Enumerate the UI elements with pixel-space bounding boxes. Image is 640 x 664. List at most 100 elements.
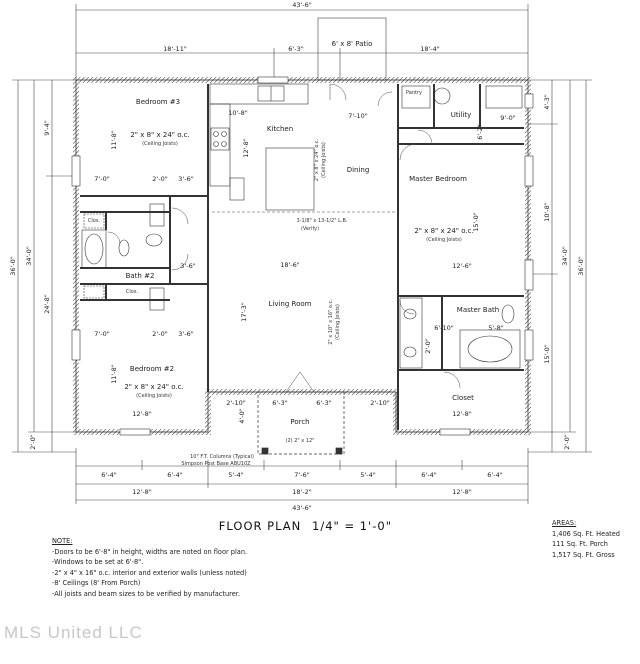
beam-verify: (Verify) — [301, 226, 319, 232]
areas-header: AREAS: — [552, 519, 577, 527]
kitchen-fixtures — [209, 83, 315, 211]
dim-bottom-1: 6'-4" — [101, 471, 116, 479]
dim-left-outer: 36'-0" — [9, 256, 17, 276]
dim-right-upper: 4'-3" — [543, 94, 551, 109]
living-width: 18'-6" — [280, 261, 300, 269]
kitchen-label: Kitchen — [267, 125, 293, 133]
dim-misc-4: 7'-0" — [94, 330, 109, 338]
dining-label: Dining — [347, 166, 370, 174]
utility-dim: 9'-0" — [500, 114, 515, 122]
master-bath-dim-c: 2'-0" — [424, 338, 432, 353]
area-line: 111 Sq. Ft. Porch — [552, 540, 608, 549]
dim-top-mid: 6'-3" — [288, 45, 303, 53]
utility-dim-b: 6'-2" — [476, 124, 484, 139]
dimension-lines — [12, 4, 592, 504]
porch-dim-b: 6'-3" — [316, 399, 331, 407]
bedroom2-label: Bedroom #2 — [130, 365, 174, 373]
bedroom3-label: Bedroom #3 — [136, 98, 180, 106]
dim-top-left: 18'-11" — [163, 45, 187, 53]
dim-misc-5: 2'-0" — [152, 330, 167, 338]
patio-label: 6' x 8' Patio — [332, 40, 373, 48]
living-joists: 2" x 10" x 16" o.c. — [328, 299, 334, 345]
area-line: 1,406 Sq. Ft. Heated — [552, 529, 620, 538]
utility-label: Utility — [451, 111, 472, 119]
master-closet-label: Closet — [452, 394, 474, 402]
dim-misc-1: 7'-0" — [94, 175, 109, 183]
areas-block: AREAS: 1,406 Sq. Ft. Heated 111 Sq. Ft. … — [552, 518, 620, 560]
porch-side-right: 2'-10" — [370, 399, 390, 407]
dim-bottom-7: 6'-4" — [487, 471, 502, 479]
master-bath-dim-b: 5'-8" — [488, 324, 503, 332]
door-swings — [107, 83, 461, 393]
bedroom2-width: 12'-8" — [132, 410, 152, 418]
porch-depth: 4'-0" — [238, 408, 246, 423]
living-depth: 17'-3" — [240, 302, 248, 322]
dim-left-bottom: 2'-0" — [29, 434, 37, 449]
bedroom2-joists-note: (Ceiling Joists) — [136, 393, 172, 399]
bedroom3-joists-note: (Ceiling Joists) — [142, 141, 178, 147]
beam-note: 3-1/8" x 13-1/2" L.B. — [297, 218, 348, 224]
bedroom3-size: 11'-8" — [110, 130, 118, 150]
post-base: Simpson Post Base ABU10Z — [181, 461, 251, 467]
master-bedroom-width: 12'-6" — [452, 262, 472, 270]
bath2-dim: 3'-6" — [180, 262, 195, 270]
bedroom2-joists: 2" x 8" x 24" o.c. — [124, 383, 183, 391]
porch-outline — [257, 391, 345, 455]
master-bath-label: Master Bath — [457, 306, 499, 314]
bath2-label: Bath #2 — [126, 272, 155, 280]
plan-title: FLOOR PLAN — [219, 519, 301, 533]
notes-header: NOTE: — [52, 537, 73, 545]
dim-misc-6: 3'-6" — [178, 330, 193, 338]
kitchen-depth: 12'-8" — [242, 138, 250, 158]
dining-joists: 2" x 8" x 24" o.c. — [314, 138, 320, 181]
master-bedroom-label: Master Bedroom — [409, 175, 467, 183]
master-bedroom-depth: 15'-0" — [472, 212, 480, 232]
watermark: MLS United LLC — [4, 623, 143, 642]
dining-width: 7'-10" — [348, 112, 368, 120]
dim-right-c: 15'-0" — [543, 344, 551, 364]
porch-side-left: 2'-10" — [226, 399, 246, 407]
note-line: -2" x 4" x 16" o.c. interior and exterio… — [52, 568, 247, 577]
bedroom2-size: 11'-8" — [110, 364, 118, 384]
dim-top-total: 43'-6" — [292, 1, 312, 9]
note-line: -Doors to be 6'-8" in height, widths are… — [52, 547, 248, 556]
dim-right-outer: 36'-0" — [577, 256, 585, 276]
dim-left-lower: 24'-8" — [43, 294, 51, 314]
note-line: -All joists and beam sizes to be verifie… — [52, 589, 241, 598]
living-joists-note: (Ceiling Joists) — [335, 304, 341, 340]
bath-fixtures — [81, 85, 523, 369]
pantry-label: Pantry — [406, 90, 422, 96]
closet-top-label: Clos. — [88, 218, 101, 224]
dim-bottom-6: 6'-4" — [421, 471, 436, 479]
dim-bottom-left: 12'-8" — [132, 488, 152, 496]
dim-bottom-mid: 18'-2" — [292, 488, 312, 496]
dim-left-mid: 34'-0" — [25, 246, 33, 266]
porch-dim-a: 6'-3" — [272, 399, 287, 407]
living-label: Living Room — [269, 300, 312, 308]
dim-bottom-total: 43'-6" — [292, 504, 312, 512]
dim-right-b: 10'-8" — [543, 202, 551, 222]
note-line: -Windows to be set at 6'-8". — [52, 558, 144, 567]
dim-bottom-3: 5'-4" — [228, 471, 243, 479]
dim-bottom-5: 5'-4" — [360, 471, 375, 479]
bedroom3-joists: 2" x 8" x 24" o.c. — [130, 131, 189, 139]
porch-label: Porch — [290, 418, 309, 426]
dim-top-right: 18'-4" — [420, 45, 440, 53]
post-note: 10" F.T. Columns (Typical) — [190, 454, 254, 460]
dim-left-upper: 9'-4" — [43, 120, 51, 135]
dim-bottom-right: 12'-8" — [452, 488, 472, 496]
master-bedroom-joists: 2" x 8" x 24" o.c. — [414, 227, 473, 235]
kitchen-width: 10'-8" — [228, 109, 248, 117]
note-line: -8' Ceilings (8' From Porch) — [52, 579, 141, 588]
master-closet-width: 12'-8" — [452, 410, 472, 418]
plan-scale: 1/4" = 1'-0" — [312, 519, 392, 533]
porch-beam: (2) 2" x 12" — [286, 438, 315, 444]
dim-right-mid: 34'-0" — [561, 246, 569, 266]
dim-bottom-2: 6'-4" — [167, 471, 182, 479]
dim-misc-2: 2'-0" — [152, 175, 167, 183]
closet-bot-label: Clos. — [126, 289, 139, 295]
area-line: 1,517 Sq. Ft. Gross — [552, 550, 615, 559]
dim-misc-3: 3'-6" — [178, 175, 193, 183]
master-bedroom-joists-note: (Ceiling Joists) — [426, 237, 462, 243]
